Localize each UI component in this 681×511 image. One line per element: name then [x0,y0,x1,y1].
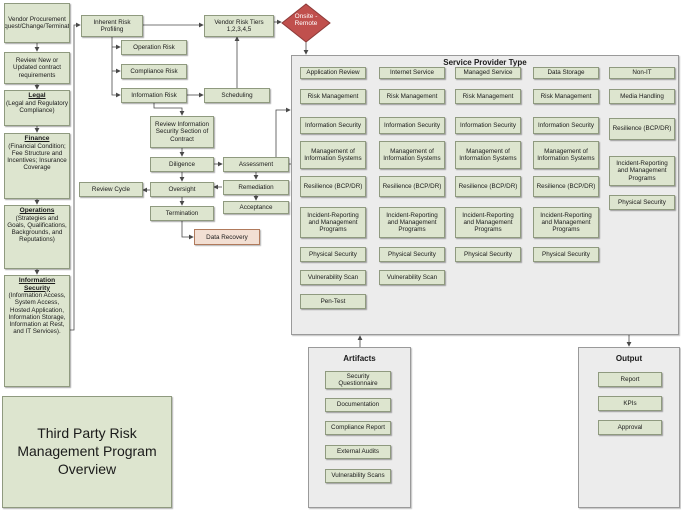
connector-line [275,107,291,157]
service-provider-title: Service Provider Type [443,58,527,67]
service-type-item: Risk Management [533,89,599,104]
service-type-item: Physical Security [609,195,675,210]
service-type-item: Incident-Reporting and Management Progra… [379,207,445,238]
service-type-item: Incident-Reporting and Management Progra… [609,156,675,186]
service-type-item: Information Security [379,117,445,134]
diligence-box: Diligence [150,157,214,172]
service-type-item: Information Security [455,117,521,134]
service-type-item: Incident-Reporting and Management Progra… [533,207,599,238]
information-security-box: Information Security (Information Access… [4,275,70,387]
artifact-item: Security Questionnaire [325,371,391,389]
service-type-item: Information Security [533,117,599,134]
output-item: Approval [598,420,662,435]
information-risk-box: Information Risk [121,88,187,103]
onsite-remote-label: Onsite - Remote [294,13,318,28]
service-type-header: Data Storage [533,67,599,79]
review-cycle-box: Review Cycle [79,182,143,197]
legal-box: Legal (Legal and Regulatory Compliance) [4,90,70,126]
legal-heading: Legal [28,92,46,99]
artifact-item: External Audits [325,445,391,459]
termination-box: Termination [150,206,214,221]
service-type-item: Risk Management [455,89,521,104]
output-item: KPIs [598,396,662,411]
infosec-heading: Information Security [18,277,56,292]
remediation-box: Remediation [223,180,289,195]
service-type-item: Risk Management [300,89,366,104]
operations-heading: Operations [19,207,55,214]
service-type-item: Resilience (BCP/DR) [609,118,675,140]
finance-box: Finance (Financial Condition; Fee Struct… [4,133,70,199]
service-type-header: Non-IT [609,67,675,79]
data-recovery-box: Data Recovery [194,229,260,245]
inherent-risk-box: Inherent Risk Profiling [81,15,143,37]
trigger-box: Vendor Procurement Request/Change/Termin… [4,3,70,43]
legal-body: (Legal and Regulatory Compliance) [6,99,68,114]
operation-risk-box: Operation Risk [121,40,187,55]
assessment-box: Assessment [223,157,289,172]
service-type-header: Managed Service [455,67,521,79]
service-type-item: Management of Information Systems [455,141,521,169]
service-type-item: Vulnerability Scan [379,270,445,285]
output-title: Output [615,354,643,363]
finance-body: (Financial Condition; Fee Structure and … [7,142,67,172]
vendor-risk-tiers-box: Vendor Risk Tiers 1,2,3,4,5 [204,15,274,37]
operations-body: (Strategies and Goals, Qualifications, B… [7,214,67,244]
service-type-item: Vulnerability Scan [300,270,366,285]
connector-line [70,22,81,331]
service-type-item: Risk Management [379,89,445,104]
service-type-header: Internet Service [379,67,445,79]
onsite-remote-diamond [281,3,331,43]
service-type-item: Resilience (BCP/DR) [455,176,521,197]
service-type-item: Management of Information Systems [533,141,599,169]
service-type-item: Resilience (BCP/DR) [533,176,599,197]
service-type-item: Resilience (BCP/DR) [300,176,366,197]
finance-heading: Finance [24,135,50,142]
service-type-item: Physical Security [533,247,599,262]
service-type-item: Incident-Reporting and Management Progra… [300,207,366,238]
review-contract-box: Review Information Security Section of C… [150,116,214,148]
artifact-item: Vulnerability Scans [325,469,391,483]
output-item: Report [598,372,662,387]
service-type-item: Management of Information Systems [300,141,366,169]
service-type-item: Management of Information Systems [379,141,445,169]
service-type-item: Media Handling [609,89,675,104]
service-type-item: Information Security [300,117,366,134]
page-title: Third Party Risk Management Program Over… [2,396,172,508]
oversight-box: Oversight [150,182,214,197]
connector-line [181,221,194,240]
service-type-item: Pen-Test [300,294,366,309]
artifacts-title: Artifacts [343,354,376,363]
artifact-item: Documentation [325,398,391,412]
operations-box: Operations (Strategies and Goals, Qualif… [4,205,70,269]
service-type-item: Physical Security [379,247,445,262]
service-type-item: Incident-Reporting and Management Progra… [455,207,521,238]
compliance-risk-box: Compliance Risk [121,64,187,79]
infosec-body: (Information Access, System Access, Host… [8,292,66,336]
connector-line [111,37,121,98]
connector-line [153,103,185,116]
service-type-item: Resilience (BCP/DR) [379,176,445,197]
service-type-item: Physical Security [455,247,521,262]
service-type-item: Physical Security [300,247,366,262]
acceptance-box: Acceptance [223,201,289,214]
artifact-item: Compliance Report [325,421,391,435]
review-requirements-box: Review New or Updated contract requireme… [4,52,70,84]
service-type-header: Application Review [300,67,366,79]
scheduling-box: Scheduling [204,88,270,103]
